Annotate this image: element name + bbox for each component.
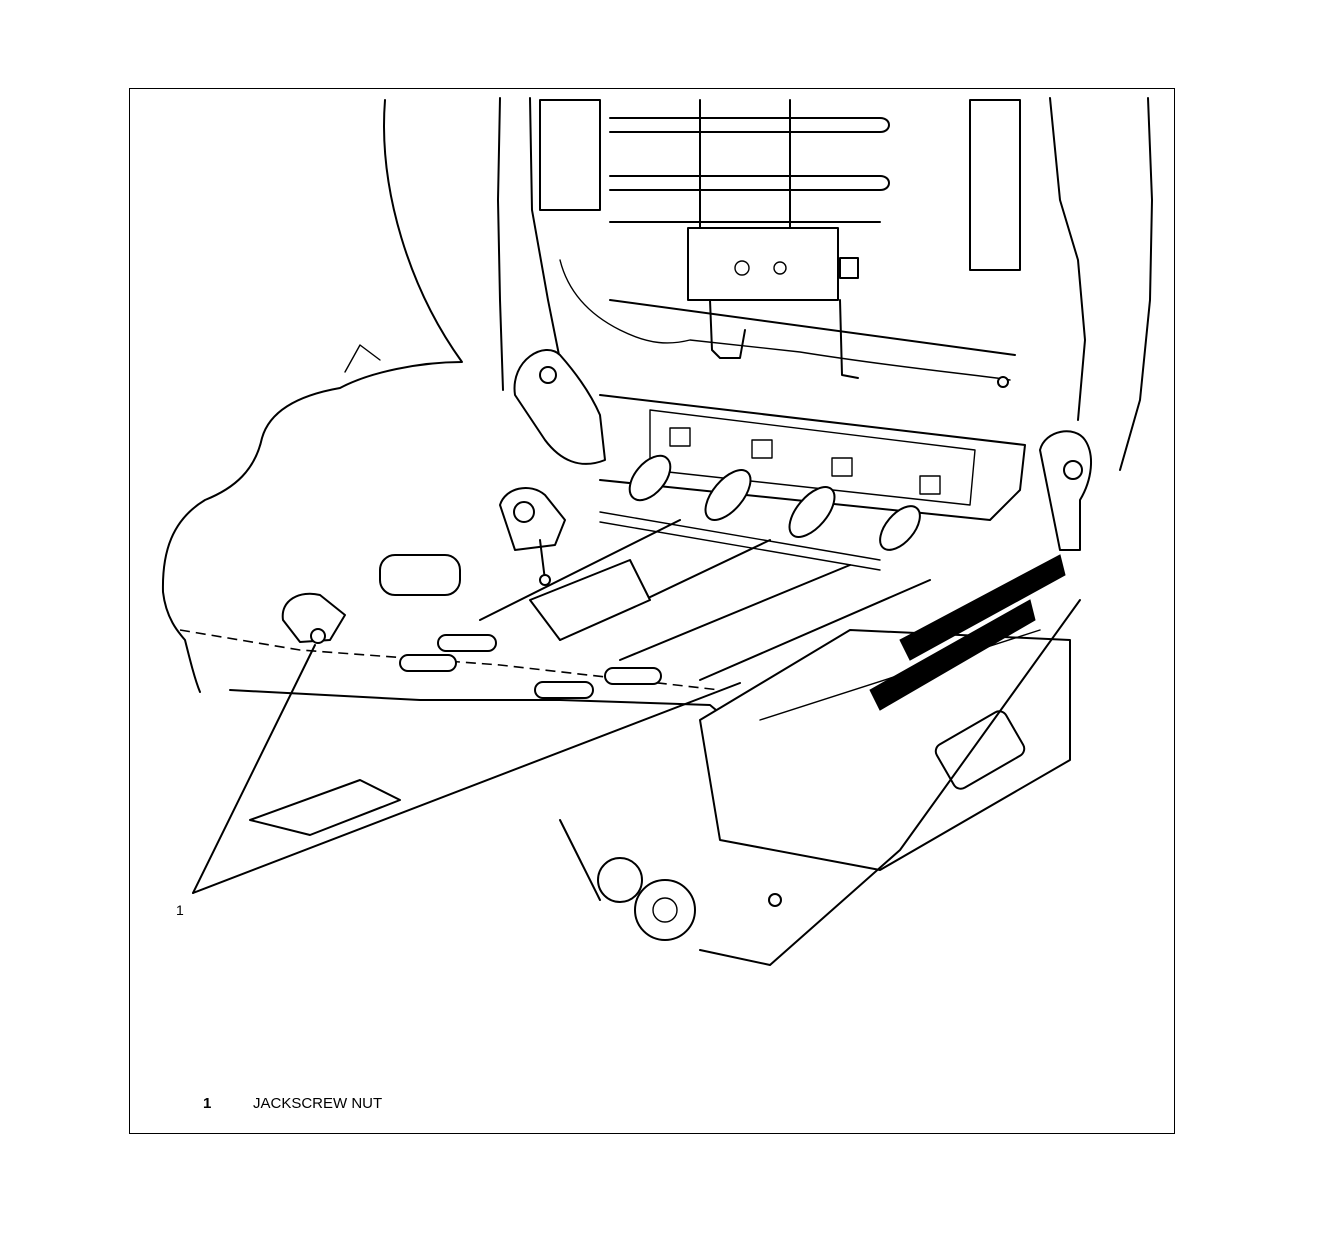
legend-item-number: 1 bbox=[203, 1095, 212, 1112]
legend-item-label: JACKSCREW NUT bbox=[253, 1095, 383, 1112]
track-roller-2 bbox=[634, 879, 696, 941]
jackscrew-nut-left bbox=[310, 628, 326, 644]
lumbar-bar-top bbox=[609, 117, 890, 133]
recliner-pivot-left bbox=[513, 349, 606, 465]
rear-cross-panel bbox=[599, 394, 1026, 521]
jackscrew-nut-mount-inboard bbox=[499, 486, 566, 551]
seat-pan-rail-1 bbox=[479, 519, 681, 621]
callout-number: 1 bbox=[176, 902, 184, 918]
callout-leader-line-right bbox=[192, 682, 741, 894]
jackscrew-nut-inboard bbox=[513, 501, 535, 523]
lumbar-plate bbox=[687, 227, 839, 301]
headrest-guide-left bbox=[539, 99, 601, 211]
seat-spring-2 bbox=[704, 469, 752, 521]
seat-spring-1 bbox=[628, 454, 672, 502]
seat-track-right bbox=[699, 629, 1071, 871]
jackscrew-nut-mount-left bbox=[281, 592, 346, 643]
seat-spring-4 bbox=[879, 505, 921, 551]
seat-cushion-outline bbox=[161, 99, 463, 693]
seat-spring-3 bbox=[788, 486, 836, 538]
track-roller-1 bbox=[597, 857, 643, 903]
recliner-pivot-right bbox=[1039, 430, 1092, 551]
callout-leader-line-left bbox=[192, 644, 316, 894]
seat-motor bbox=[529, 559, 651, 641]
headrest-guide-right bbox=[969, 99, 1021, 271]
wiring-harness bbox=[559, 259, 1011, 381]
seat-back-frame bbox=[497, 97, 504, 391]
legend: 1 JACKSCREW NUT bbox=[203, 1095, 382, 1113]
